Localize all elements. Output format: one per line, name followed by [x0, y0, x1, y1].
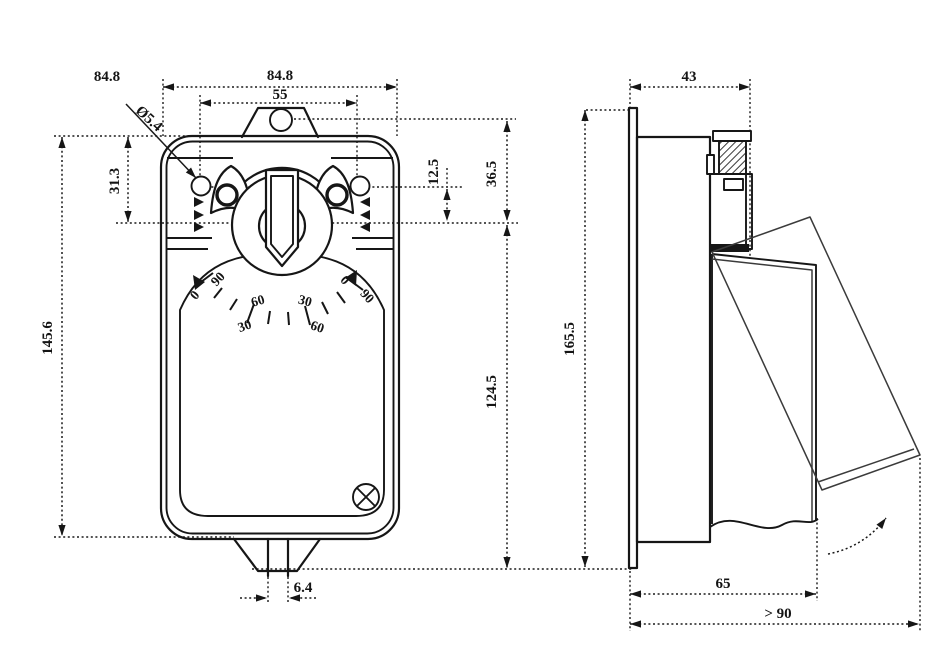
dim-label-hole-to-shaft: 12.5 — [426, 159, 442, 185]
dim-label-stem-width: 6.4 — [294, 580, 313, 596]
dim-label-overall-width: 84.8 — [267, 68, 293, 84]
top-tab — [240, 106, 320, 139]
mount-flange — [627, 106, 639, 570]
housing-inner-outline — [165, 140, 395, 535]
mount-hole-right — [349, 175, 371, 197]
blade-vertical — [709, 253, 819, 530]
shaft-slot — [264, 168, 300, 268]
dim-label-depth: 43 — [682, 69, 697, 85]
bottom-tab — [232, 537, 322, 578]
dim-label-top-to-shaft: 31.3 — [107, 168, 123, 194]
mount-hole-left — [190, 175, 212, 197]
dial-label: 30 — [236, 316, 254, 335]
dim-label-side-overall-height: 165.5 — [562, 322, 578, 356]
dim-label-shaft-center-width: 55 — [273, 87, 288, 103]
front-view: 90 60 30 0 0 30 60 90 — [159, 106, 401, 578]
break-line — [709, 518, 819, 530]
dim-label-tab-hole-to-shaft: 36.5 — [484, 161, 500, 187]
stop-markers — [194, 197, 370, 232]
clamped-shaft — [718, 140, 747, 175]
dial-pointer-right — [345, 270, 357, 286]
blade-rotated — [711, 216, 921, 491]
dim-label-blade-offset: 65 — [716, 576, 731, 592]
dial-labels: 90 60 30 0 0 30 60 90 — [187, 269, 378, 336]
dimension-lines — [58, 83, 919, 628]
dim-label-overall-height: 145.6 — [40, 321, 56, 355]
dim-label-swing-clearance: > 90 — [764, 606, 791, 622]
shaft-clamp — [706, 130, 753, 252]
dial-label: 90 — [208, 269, 228, 289]
dial-label: 0 — [187, 287, 203, 302]
dim-label-width-note: 84.8 — [94, 69, 120, 85]
side-view — [627, 106, 921, 570]
housing-side — [635, 135, 712, 544]
dial-label: 60 — [309, 318, 327, 337]
dimension-labels: 84.8 84.8 55 Ø5.4 31.3 145.6 12.5 36.5 1… — [40, 68, 792, 622]
housing-outline — [159, 134, 401, 541]
dial-label: 60 — [249, 292, 266, 310]
rotation-arrow — [827, 517, 887, 555]
shaft-slot-inner — [270, 175, 294, 258]
ear-hole-right — [325, 183, 349, 207]
dim-label-mount-hole-dia: Ø5.4 — [132, 103, 166, 136]
ear-hole-left — [215, 183, 239, 207]
dial-label: 30 — [297, 292, 314, 310]
leader-mount-hole-dia — [125, 103, 197, 179]
screw-icon — [352, 483, 380, 511]
angle-dial — [193, 270, 364, 326]
shaft-hub — [190, 164, 371, 277]
dim-label-shaft-to-bottom: 124.5 — [484, 375, 500, 409]
face-panel — [179, 252, 385, 517]
top-tab-hole — [269, 108, 293, 132]
dial-pointer-left — [193, 275, 205, 290]
